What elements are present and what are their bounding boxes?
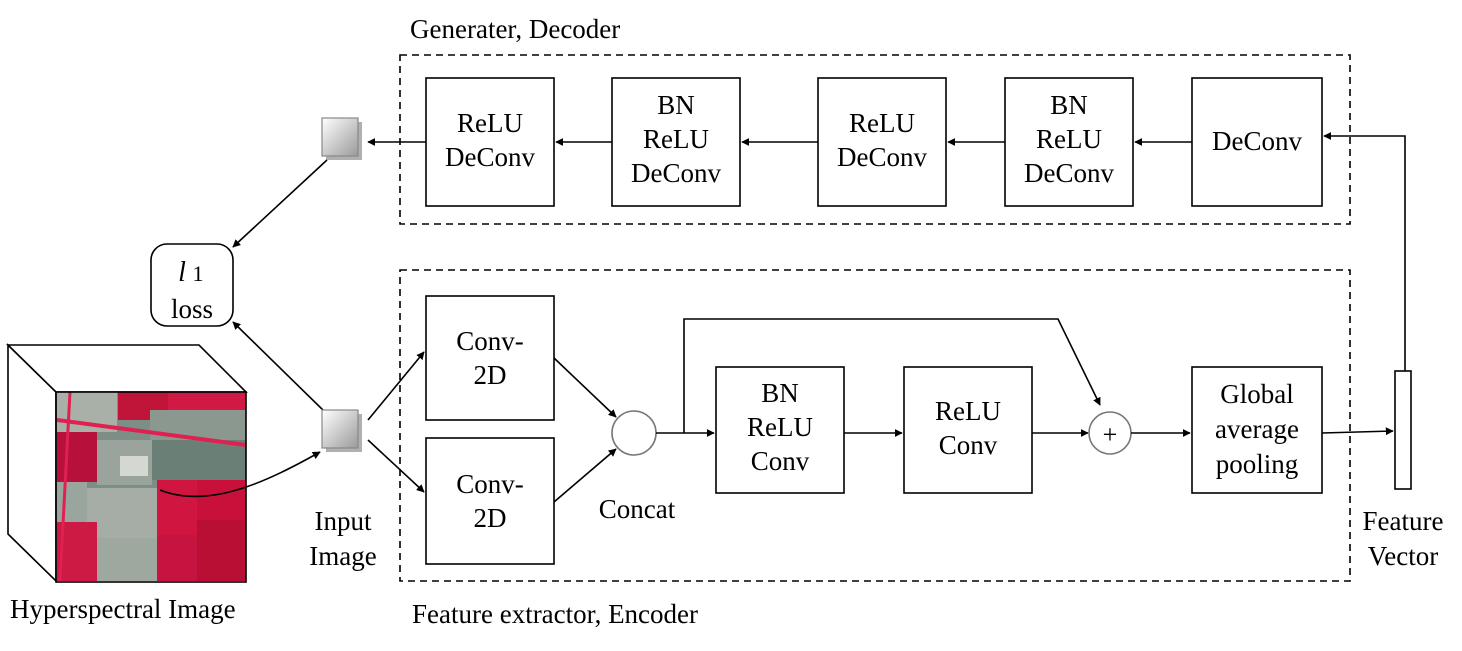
loss-symbol: l	[178, 257, 186, 288]
arrow-input-to-loss	[232, 321, 326, 413]
feature-vector-label-line-2: Vector	[1368, 541, 1438, 571]
decoder-block-4-line-1: BN	[1050, 90, 1088, 120]
input-label-line-1: Input	[315, 506, 372, 536]
hsi-caption: Hyperspectral Image	[10, 594, 236, 624]
conv2d-bottom-line-1: Conv-	[456, 469, 524, 499]
arrow-conv-top-to-concat	[553, 357, 617, 418]
decoder-block-4-line-3: DeConv	[1024, 158, 1114, 188]
decoder-block-2: BN ReLU DeConv	[611, 77, 741, 207]
gap-line-2: average	[1215, 414, 1299, 444]
input-label-line-2: Image	[309, 541, 376, 571]
decoder-block-2-line-1: BN	[657, 90, 695, 120]
arrow-conv-bottom-to-concat	[553, 448, 617, 503]
bn-block-line-1: BN	[761, 378, 799, 408]
gap-line-3: pooling	[1216, 449, 1299, 479]
hyperspectral-image-texture	[57, 392, 246, 581]
decoder-title: Generater, Decoder	[410, 14, 620, 44]
decoder-block-5: DeConv	[1191, 77, 1323, 207]
arrow-gap-to-feature-vector	[1321, 427, 1394, 436]
decoder-block-5-line-1: DeConv	[1212, 126, 1302, 156]
feature-vector-bar	[1394, 370, 1412, 490]
hyperspectral-image-cube	[6, 343, 321, 583]
decoder-block-3-line-2: DeConv	[837, 142, 927, 172]
skip-connection-arrow	[683, 318, 1101, 433]
decoder-block-2-line-3: DeConv	[631, 158, 721, 188]
conv2d-bottom-block: Conv- 2D	[425, 437, 555, 565]
conv2d-top-block: Conv- 2D	[425, 295, 555, 421]
feature-vector-label-line-1: Feature	[1363, 506, 1444, 536]
decoder-block-4: BN ReLU DeConv	[1004, 77, 1134, 207]
decoder-block-1-line-2: DeConv	[445, 142, 535, 172]
encoder-group-frame	[399, 269, 1351, 582]
arrow-hsi-to-input	[159, 451, 321, 498]
arrow-input-to-conv-bottom	[367, 439, 425, 493]
decoder-block-1-line-1: ReLU	[457, 108, 523, 138]
bn-relu-conv-block: BN ReLU Conv	[715, 366, 845, 494]
relu-block-line-2: Conv	[939, 430, 998, 460]
concat-node	[611, 410, 657, 456]
gap-line-1: Global	[1220, 379, 1294, 409]
decoder-group-frame	[399, 54, 1351, 225]
arrow-feature-vector-to-decoder	[1323, 132, 1406, 371]
relu-block-line-1: ReLU	[935, 396, 1001, 426]
loss-word: loss	[171, 294, 213, 324]
conv2d-top-line-1: Conv-	[456, 326, 524, 356]
reconstructed-output-cube	[321, 117, 362, 160]
decoder-block-3: ReLU DeConv	[817, 77, 947, 207]
concat-label: Concat	[599, 494, 676, 524]
conv2d-bottom-line-2: 2D	[474, 503, 507, 533]
decoder-block-4-line-2: ReLU	[1036, 124, 1102, 154]
relu-conv-block: ReLU Conv	[903, 366, 1033, 494]
input-image-cube	[321, 409, 362, 452]
loss-subscript: 1	[193, 261, 204, 286]
decoder-block-2-line-2: ReLU	[643, 124, 709, 154]
add-symbol: +	[1103, 420, 1118, 449]
arrow-output-to-loss	[232, 159, 328, 248]
decoder-block-3-line-1: ReLU	[849, 108, 915, 138]
decoder-block-1: ReLU DeConv	[425, 77, 555, 207]
encoder-title: Feature extractor, Encoder	[412, 599, 698, 629]
conv2d-top-line-2: 2D	[474, 360, 507, 390]
l1-loss-node: l 1 loss	[150, 243, 234, 327]
arrow-input-to-conv-top	[367, 351, 425, 421]
global-average-pooling-block: Global average pooling	[1191, 366, 1323, 494]
bn-block-line-2: ReLU	[747, 412, 813, 442]
bn-block-line-3: Conv	[751, 446, 810, 476]
